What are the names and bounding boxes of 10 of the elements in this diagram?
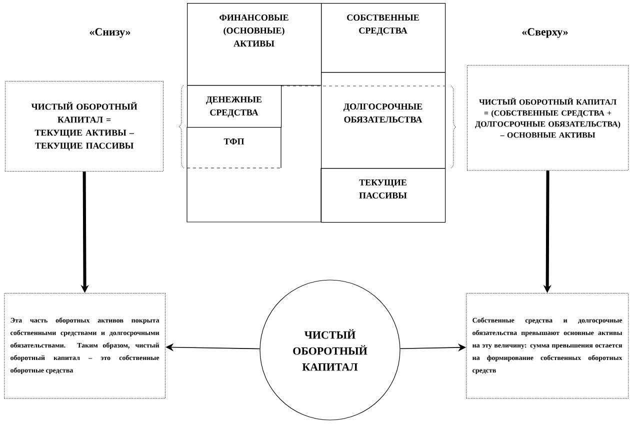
heading: «Снизу» — [90, 28, 130, 38]
table-cell: ТФП — [186, 126, 322, 222]
table-cell: ДОЛГОСРОЧНЫЕ ОБЯЗАТЕЛЬСТВА — [321, 72, 446, 169]
table-cell: ФИНАНСОВЫЕ (ОСНОВНЫЕ) АКТИВЫ — [187, 3, 322, 86]
formula-box: ЧИСТЫЙ ОБОРОТНЫЙ КАПИТАЛ = ТЕКУЩИЕ АКТИВЫ – ТЕКУЩИЕ ПАССИВЫ — [5, 81, 164, 172]
heading: «Сверху» — [522, 28, 568, 38]
table-cell: СОБСТВЕННЫЕ СРЕДСТВА — [321, 3, 446, 73]
formula-box: ЧИСТЫЙ ОБОРОТНЫЙ КАПИТАЛ = (СОБСТВЕННЫЕ СРЕДСТВА + ДОЛГОСРОЧНЫЕ ОБЯЗАТЕЛЬСТВА) – ОСНОВНЫЕ АКТИВЫ — [467, 65, 629, 171]
table-cell: ДЕНЕЖНЫЕ СРЕДСТВА — [187, 85, 282, 128]
table-cell: ТЕКУЩИЕ ПАССИВЫ — [321, 168, 446, 223]
